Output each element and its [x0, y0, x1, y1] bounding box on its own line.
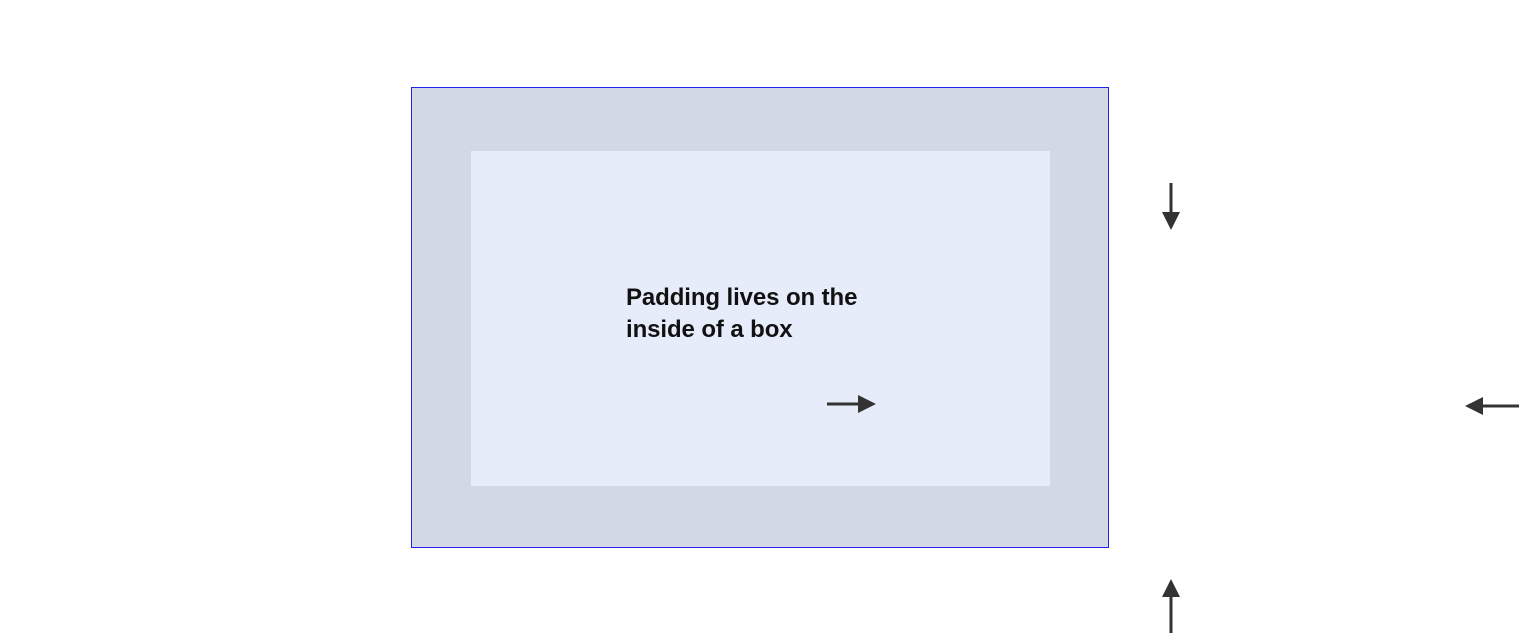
- content-label-line-1: Padding lives on the: [626, 284, 858, 311]
- padding-arrow-bottom-icon: [1147, 576, 1195, 636]
- content-label-line-2: inside of a box: [626, 316, 793, 343]
- border-box: Padding lives on the inside of a box: [411, 87, 1519, 633]
- content-box: Padding lives on the inside of a box: [471, 151, 1050, 486]
- padding-arrow-right-icon: [1462, 386, 1520, 426]
- content-label: Padding lives on the inside of a box: [626, 282, 916, 346]
- padding-arrow-left-icon: [823, 384, 881, 424]
- padding-arrow-top-icon: [1147, 181, 1195, 233]
